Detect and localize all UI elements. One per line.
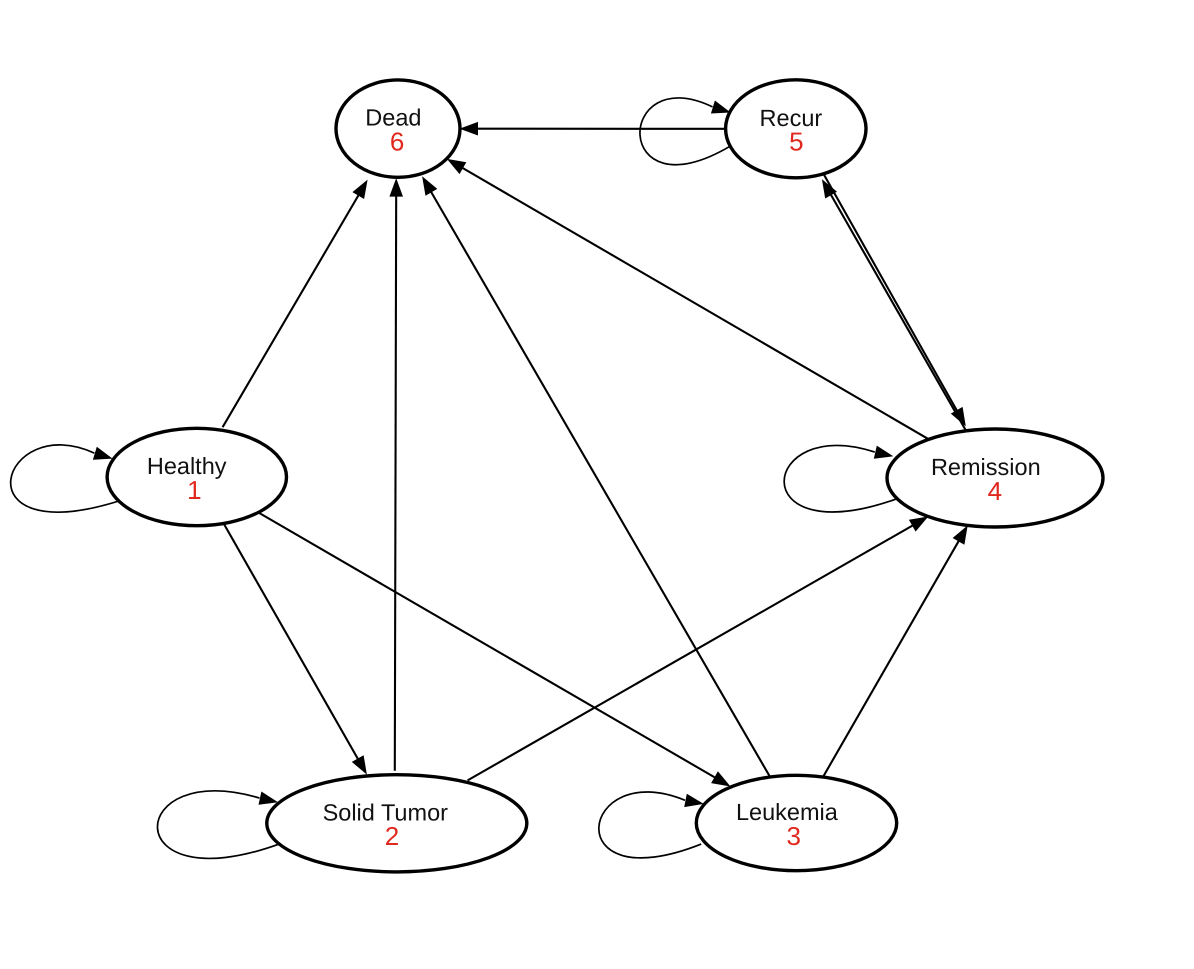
svg-text:5: 5 [789,127,803,157]
svg-text:6: 6 [390,126,404,156]
svg-text:1: 1 [187,475,201,505]
svg-text:2: 2 [385,821,399,851]
svg-text:3: 3 [786,821,800,851]
svg-text:4: 4 [988,476,1002,506]
svg-text:Remission: Remission [931,454,1041,480]
